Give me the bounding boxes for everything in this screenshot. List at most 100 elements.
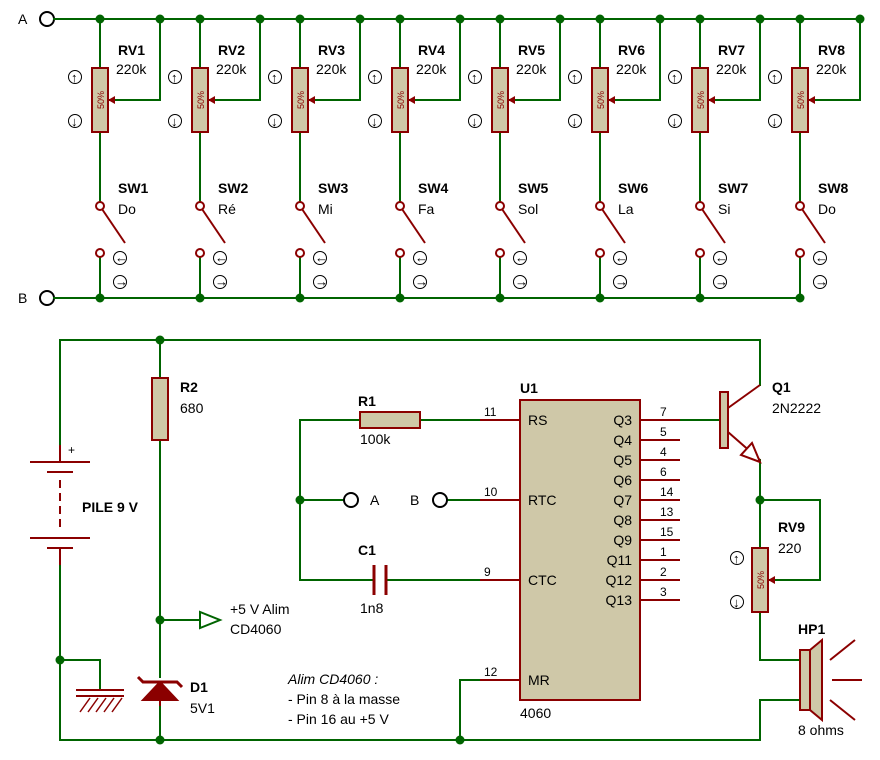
switch-left-icon [313,251,327,265]
switch-contact-top [295,201,305,211]
switch-right-glyph: → [415,274,428,289]
switch-ref: SW8 [818,180,849,196]
switch-contact-top [495,201,505,211]
rail-b-junction [95,293,105,303]
c1-ref: C1 [358,542,376,558]
pot-down-glyph: ↓ [571,114,578,129]
switch-contact-top [595,201,605,211]
note-channels: 50%RV1220k↑↓SW1Do←→50%RV2220k↑↓SW2Ré←→50… [68,14,865,303]
pot-up-icon [568,70,582,84]
pot-up-glyph: ↑ [471,70,478,85]
u1-pin-name-right: Q4 [613,432,632,448]
u1-pin-num-right: 13 [660,505,674,519]
switch-contact-top [695,201,705,211]
switch-ref: SW7 [718,180,749,196]
pot-down-glyph: ↓ [271,114,278,129]
pot-ref: RV6 [618,42,645,58]
pot-value: 220k [416,61,447,77]
switch-lever [401,208,426,244]
pot-value: 220k [216,61,247,77]
rail-a-junction [755,14,765,24]
u1-pin-name-right: Q6 [613,472,632,488]
wiper-arrow [408,96,415,104]
switch-left-icon [113,251,127,265]
switch-right-glyph: → [715,274,728,289]
switch-note: Do [118,201,136,217]
switch-contact-bottom [195,248,205,258]
u1-pin-num-right: 4 [660,445,667,459]
pot-down-glyph: ↓ [771,114,778,129]
r1-ref: R1 [358,393,376,409]
switch-right-icon [813,275,827,289]
rail-a-junction [795,14,805,24]
pot-ref: RV3 [318,42,345,58]
probe-a-terminal [343,492,359,508]
pot-up-glyph: ↑ [771,70,778,85]
pot-value: 220k [616,61,647,77]
switch-ref: SW1 [118,180,149,196]
resistor-r1 [359,411,421,429]
switch-ref: SW6 [618,180,649,196]
switch-left-glyph: ← [615,250,628,265]
switch-ref: SW4 [418,180,449,196]
switch-contact-top [195,201,205,211]
u1-value: 4060 [520,705,551,721]
pot-down-icon [168,114,182,128]
pot-up-icon [68,70,82,84]
pot-down-icon [468,114,482,128]
switch-lever [801,208,826,244]
wiper-arrow [708,96,715,104]
pot-percent: 50% [596,91,606,109]
u1-pin-name-right: Q7 [613,492,632,508]
switch-right-icon [713,275,727,289]
switch-lever [501,208,526,244]
u1-pin-num-left: 12 [484,665,498,679]
switch-left-icon [513,251,527,265]
pot-up-icon [168,70,182,84]
switch-left-glyph: ← [315,250,328,265]
pot-up-icon [268,70,282,84]
switch-note: Mi [318,201,333,217]
pot-percent: 50% [396,91,406,109]
wiper-arrow [208,96,215,104]
rail-a-junction [95,14,105,24]
d1-ref: D1 [190,679,208,695]
switch-note: Do [818,201,836,217]
switch-note: La [618,201,634,217]
pot-percent: 50% [296,91,306,109]
u1-pin-num-left: 9 [484,565,491,579]
ground-symbol [76,689,124,713]
pot-down-glyph: ↓ [671,114,678,129]
pot-value: 220k [516,61,547,77]
capacitor-c1 [372,565,388,595]
u1-pin-num-right: 1 [660,545,667,559]
q1-value: 2N2222 [772,400,821,416]
rail-b-junction [295,293,305,303]
bottom-wires [59,339,821,741]
switch-right-icon [413,275,427,289]
switch-left-glyph: ← [115,250,128,265]
u1-pin-name-right: Q5 [613,452,632,468]
u1-pin-name-left: MR [528,672,550,688]
switch-note: Si [718,201,730,217]
switch-contact-top [395,201,405,211]
speaker-hp1 [799,637,862,723]
pot-up-glyph: ↑ [71,70,78,85]
rail-a-junction [395,14,405,24]
probe-b-terminal [432,492,448,508]
supply-label-line2: CD4060 [230,621,282,637]
r1-value: 100k [360,431,391,447]
u1-pin-num-right: 15 [660,525,674,539]
u1-pin-num-left: 11 [484,405,497,419]
r2-value: 680 [180,400,204,416]
u1-pin-name-right: Q12 [606,572,633,588]
switch-right-glyph: → [115,274,128,289]
rv9-up-glyph: ↑ [733,551,740,566]
rail-b-junction [695,293,705,303]
u1-pin-name-right: Q9 [613,532,632,548]
